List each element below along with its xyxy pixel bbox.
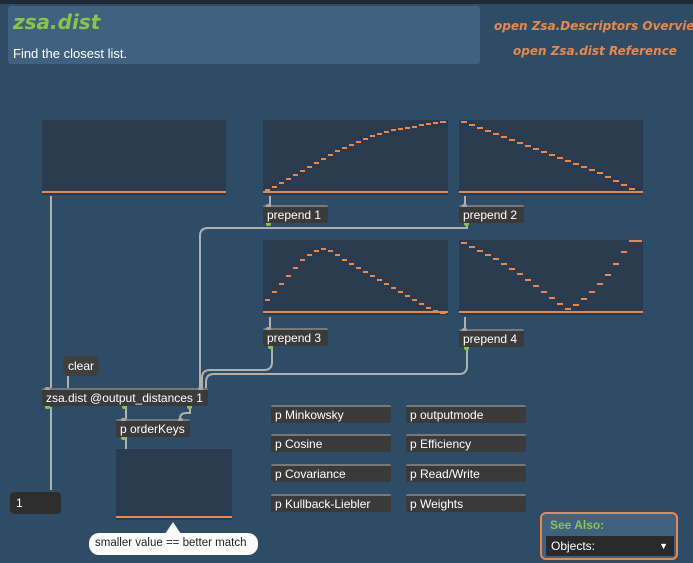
subpatcher-outputmode[interactable]: p outputmode — [406, 405, 526, 423]
subpatcher-kullback-liebler[interactable]: p Kullback-Liebler — [271, 494, 391, 512]
zsa-dist-object[interactable]: zsa.dist @output_distances 1 — [42, 387, 208, 409]
prepend-3-label: prepend 3 — [267, 331, 322, 345]
orderkeys-subpatcher[interactable]: p orderKeys — [116, 418, 190, 440]
subpatcher-read-write[interactable]: p Read/Write — [406, 464, 526, 482]
multislider-2[interactable] — [459, 120, 643, 195]
prepend-4-label: prepend 4 — [463, 332, 518, 346]
outlet-1[interactable] — [45, 406, 50, 409]
header-panel: zsa.dist Find the closest list. — [8, 6, 480, 64]
inlet-right[interactable] — [198, 387, 203, 390]
inlet[interactable] — [266, 204, 271, 207]
outlet[interactable] — [121, 437, 126, 440]
page-subtitle: Find the closest list. — [13, 46, 128, 61]
multislider-4[interactable] — [459, 240, 643, 315]
slider-curve-4 — [461, 240, 642, 310]
inlet[interactable] — [462, 328, 467, 331]
clear-message[interactable]: clear — [63, 356, 100, 376]
prepend-1-label: prepend 1 — [267, 208, 322, 222]
chevron-down-icon: ▼ — [659, 541, 668, 551]
inlet[interactable] — [462, 204, 467, 207]
subpatcher-weights[interactable]: p Weights — [406, 494, 526, 512]
inlet-right[interactable] — [178, 418, 183, 421]
comment-bubble: smaller value == better match — [89, 533, 258, 555]
outlet[interactable] — [464, 223, 469, 226]
inlet[interactable] — [266, 327, 271, 330]
see-also-panel: See Also: Objects: ▼ — [540, 512, 678, 560]
outlet-2[interactable] — [122, 406, 127, 409]
slider-curve-3 — [265, 248, 446, 314]
slider-curve-2 — [461, 121, 642, 193]
outlet-3[interactable] — [187, 406, 192, 409]
subpatcher-minkowsky[interactable]: p Minkowsky — [271, 405, 391, 423]
prepend-2-label: prepend 2 — [463, 208, 518, 222]
see-also-dropdown[interactable]: Objects: ▼ — [546, 536, 674, 556]
reference-link[interactable]: open Zsa.dist Reference — [513, 44, 677, 58]
inlet-left[interactable] — [45, 387, 50, 390]
number-box[interactable]: 1 — [10, 492, 61, 514]
prepend-2-object[interactable]: prepend 2 — [459, 204, 524, 226]
subpatcher-covariance[interactable]: p Covariance — [271, 464, 391, 482]
multislider-3[interactable] — [263, 240, 448, 315]
prepend-4-object[interactable]: prepend 4 — [459, 328, 524, 350]
prepend-3-object[interactable]: prepend 3 — [263, 327, 328, 349]
outlet[interactable] — [266, 223, 271, 226]
orderkeys-label: p orderKeys — [120, 422, 185, 436]
result-multislider[interactable] — [42, 120, 226, 195]
subpatcher-cosine[interactable]: p Cosine — [271, 434, 391, 452]
outlet[interactable] — [464, 347, 469, 350]
outlet[interactable] — [268, 346, 273, 349]
page-title: zsa.dist — [13, 10, 101, 34]
see-also-selected: Objects: — [551, 539, 596, 553]
zsa-dist-label: zsa.dist @output_distances 1 — [46, 391, 203, 405]
distance-multislider[interactable] — [116, 449, 232, 520]
inlet-left[interactable] — [121, 418, 126, 421]
multislider-1[interactable] — [263, 120, 448, 195]
comment-bubble-tail — [165, 522, 181, 534]
slider-curve-1 — [265, 121, 446, 191]
prepend-1-object[interactable]: prepend 1 — [263, 204, 328, 226]
overview-link[interactable]: open Zsa.Descriptors Overview — [494, 19, 693, 33]
see-also-title: See Also: — [550, 518, 605, 532]
window-top-strip — [0, 0, 693, 4]
subpatcher-efficiency[interactable]: p Efficiency — [406, 434, 526, 452]
